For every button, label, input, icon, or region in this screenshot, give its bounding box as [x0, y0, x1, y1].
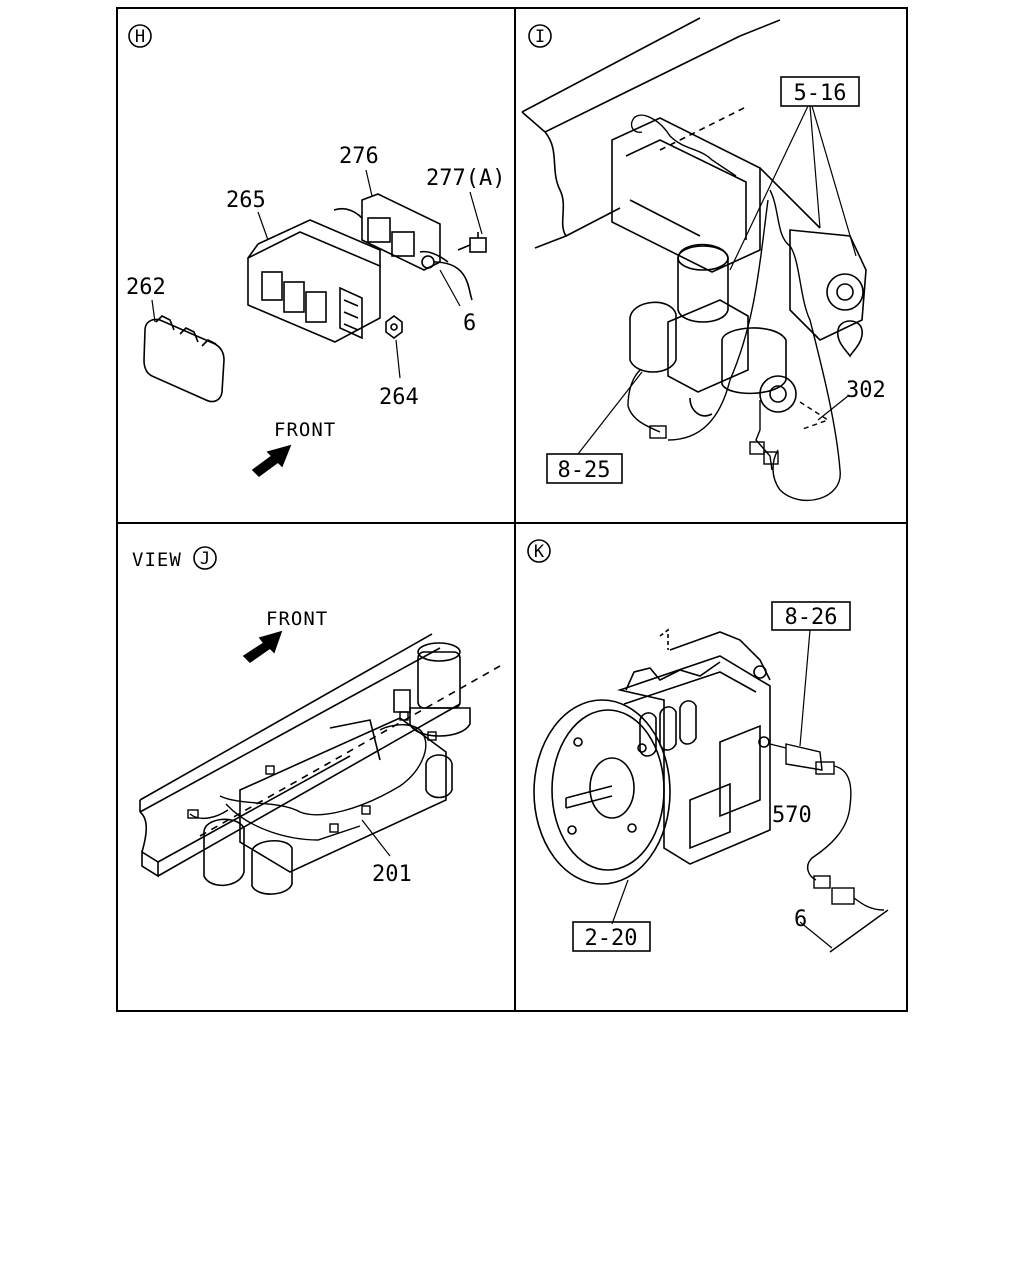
panel-j-leader — [361, 819, 391, 857]
part-label-302: 302 — [846, 378, 886, 403]
part-label-265: 265 — [226, 188, 266, 213]
nut-264-drawing — [385, 315, 403, 339]
unit-housing-drawing — [611, 117, 867, 358]
part-label-570: 570 — [772, 803, 812, 828]
panel-k-leaders — [611, 629, 833, 949]
panel-j-marker: J — [200, 549, 210, 569]
panel-j-front-label: FRONT — [266, 608, 328, 630]
connector-265-drawing — [247, 219, 381, 343]
frame-rail-drawing — [521, 17, 781, 249]
panel-h-front-label: FRONT — [274, 419, 336, 441]
panel-k-marker-circle — [527, 539, 551, 563]
panel-j-text: VIEW J FRONT 201 — [132, 549, 412, 887]
panel-i — [521, 17, 867, 502]
part-label-277a: 277(A) — [426, 166, 505, 191]
label-box-2-20 — [572, 921, 651, 952]
part-label-5-16: 5-16 — [794, 81, 847, 106]
sensor-harness-k-drawing — [769, 743, 889, 953]
panel-j-marker-circle — [193, 546, 217, 570]
part-label-262: 262 — [126, 275, 166, 300]
panel-h-marker: H — [135, 27, 145, 47]
cover-262-drawing — [143, 315, 225, 403]
label-box-5-16 — [780, 76, 860, 107]
part-label-6-k: 6 — [794, 907, 807, 932]
pump-j-drawing — [203, 717, 453, 895]
part-label-8-25: 8-25 — [558, 458, 611, 483]
panel-i-marker: I — [535, 27, 545, 47]
screw-277-drawing — [457, 232, 487, 253]
panel-i-marker-circle — [528, 24, 552, 48]
panel-h-front-arrow-icon — [251, 444, 292, 478]
panel-h-text: H 276 277(A) 265 262 6 264 FRONT — [126, 27, 505, 441]
part-label-264: 264 — [379, 385, 419, 410]
panel-k — [527, 539, 889, 953]
part-label-276: 276 — [339, 144, 379, 169]
part-label-8-26: 8-26 — [785, 605, 838, 630]
part-label-2-20: 2-20 — [585, 926, 638, 951]
panel-k-text: K 8-26 570 6 2-20 — [534, 542, 838, 951]
panel-h — [128, 24, 487, 478]
diagram-frame — [116, 7, 908, 1012]
panel-i-text: I 5-16 302 8-25 — [535, 27, 886, 483]
flywheel-drawing — [533, 699, 671, 885]
holder-276-drawing — [333, 193, 473, 301]
panel-j — [139, 546, 501, 895]
view-label: VIEW — [132, 549, 182, 571]
panel-i-leaders — [577, 105, 857, 455]
injection-pump-drawing — [617, 628, 771, 865]
pump-drawing — [629, 243, 797, 417]
label-box-8-25 — [546, 453, 623, 484]
panel-h-marker-circle — [128, 24, 152, 48]
frame-channel-drawing — [139, 633, 501, 878]
panel-k-marker: K — [534, 542, 545, 562]
harness-i-drawing — [627, 114, 841, 502]
label-box-8-26 — [771, 601, 851, 631]
part-label-6-h: 6 — [463, 311, 476, 336]
panel-h-leaders — [151, 169, 483, 379]
part-label-201: 201 — [372, 862, 412, 887]
harness-j-drawing — [187, 711, 437, 841]
panel-j-front-arrow-icon — [242, 630, 283, 664]
